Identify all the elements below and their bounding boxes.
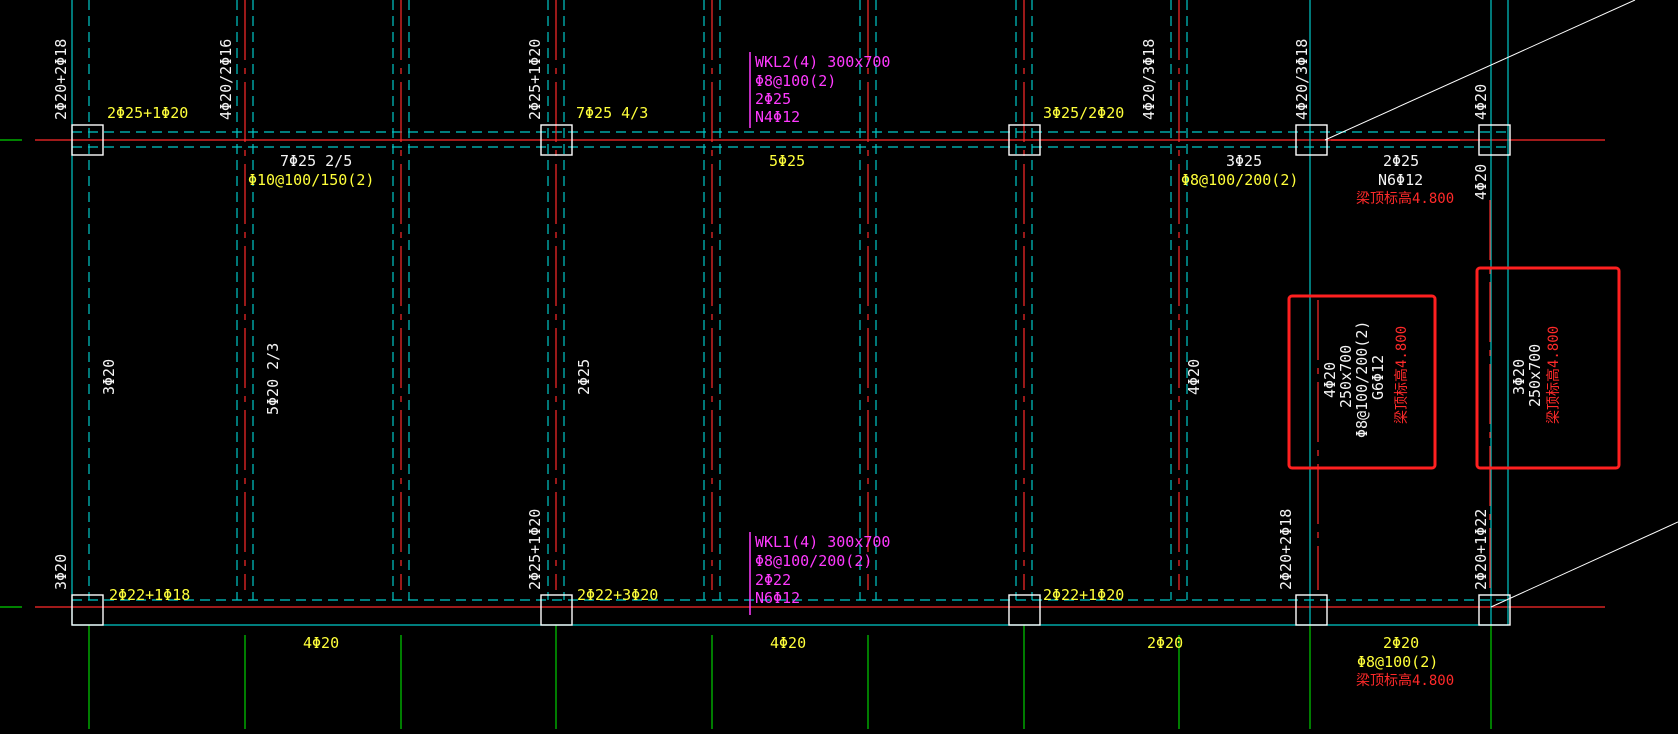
label-bottom-span3: 2Φ20: [1147, 634, 1183, 652]
label-top-span4-top: 2Φ25: [1383, 152, 1419, 170]
label-top-span3: 3Φ25/2Φ20: [1043, 104, 1124, 122]
label-bottom-span2: 4Φ20: [770, 634, 806, 652]
wkl1-top: 2Φ22: [755, 571, 791, 589]
column[interactable]: [71, 594, 104, 626]
column[interactable]: [1478, 594, 1511, 626]
box2-line2: 250x700: [1526, 344, 1544, 407]
label-top-col6-vertical: 4Φ20: [1472, 84, 1490, 120]
box1-line2: 250x700: [1337, 345, 1355, 408]
column[interactable]: [540, 594, 573, 626]
wkl2-top: 2Φ25: [755, 90, 791, 108]
label-bot-col6-vertical: 2Φ20+1Φ22: [1472, 509, 1490, 590]
label-top-col2-vertical: 4Φ20/2Φ16: [217, 39, 235, 120]
label-top-span1-mid: 7Φ25 2/5: [280, 152, 352, 170]
label-top-span1-stirrup: Φ10@100/150(2): [248, 171, 374, 189]
box1-line1: 4Φ20: [1321, 362, 1339, 398]
label-bot-span1: 2Φ22+1Φ18: [109, 586, 190, 604]
box2-line3: 梁顶标高4.800: [1545, 326, 1562, 424]
label-bot-span2: 2Φ22+3Φ20: [577, 586, 658, 604]
column[interactable]: [1295, 594, 1328, 626]
label-top-span4-side: N6Φ12: [1378, 171, 1423, 189]
label-top-span3-mid: 3Φ25: [1226, 152, 1262, 170]
box2-line1: 3Φ20: [1510, 359, 1528, 395]
grid-ticks-bottom: [0, 139, 1492, 729]
column[interactable]: [1008, 594, 1041, 626]
label-top-col5-vertical: 4Φ20/3Φ18: [1293, 39, 1311, 120]
highlight-box-1[interactable]: [1287, 294, 1437, 470]
label-top-span4-elev: 梁顶标高4.800: [1356, 190, 1454, 207]
axis-lines-vertical: [244, 0, 1491, 590]
leader-line: [1490, 521, 1678, 608]
box1-line5: 梁顶标高4.800: [1393, 326, 1410, 424]
column[interactable]: [1295, 124, 1328, 156]
label-bot-col5-vertical: 2Φ20+2Φ18: [1277, 509, 1295, 590]
label-bottom-span4-b: Φ8@100(2): [1357, 653, 1438, 671]
label-top-span3-stirrup: Φ8@100/200(2): [1181, 171, 1298, 189]
box1-line4: G6Φ12: [1369, 355, 1387, 400]
label-top-span1: 2Φ25+1Φ20: [107, 104, 188, 122]
label-left-span-vertical: 3Φ20: [100, 359, 118, 395]
label-top-col3-vertical: 2Φ25+1Φ20: [526, 39, 544, 120]
column[interactable]: [1478, 124, 1511, 156]
wkl2-name: WKL2(4) 300x700: [755, 53, 890, 71]
column[interactable]: [1008, 124, 1041, 156]
wkl2-stirrup: Φ8@100(2): [755, 72, 836, 90]
wkl2-side: N4Φ12: [755, 108, 800, 126]
label-mid3-vertical: 4Φ20: [1185, 359, 1203, 395]
highlight-box-2[interactable]: [1475, 266, 1621, 470]
label-bot-span3: 2Φ22+1Φ20: [1043, 586, 1124, 604]
label-bottom-span1: 4Φ20: [303, 634, 339, 652]
label-bottom-span4-a: 2Φ20: [1383, 634, 1419, 652]
leader-line: [1324, 0, 1636, 141]
wkl1-side: N6Φ12: [755, 589, 800, 607]
column[interactable]: [71, 124, 104, 156]
wkl1-name: WKL1(4) 300x700: [755, 533, 890, 551]
label-top-col4-vertical: 4Φ20/3Φ18: [1140, 39, 1158, 120]
label-top-span2-mid: 5Φ25: [769, 152, 805, 170]
label-bottom-span4-elev: 梁顶标高4.800: [1356, 672, 1454, 689]
label-bot-col3-vertical: 2Φ25+1Φ20: [526, 509, 544, 590]
label-bot-left-vertical: 3Φ20: [52, 554, 70, 590]
column[interactable]: [540, 124, 573, 156]
label-top-span2: 7Φ25 4/3: [576, 104, 648, 122]
box1-line3: Φ8@100/200(2): [1353, 321, 1371, 438]
beam-edges: [71, 0, 1509, 626]
label-right-col-vertical: 4Φ20: [1472, 164, 1490, 200]
label-mid2-vertical: 2Φ25: [575, 359, 593, 395]
label-mid1-vertical: 5Φ20 2/3: [264, 343, 282, 415]
leader-lines: [1324, 0, 1678, 608]
columns: [71, 124, 1511, 626]
wkl1-stirrup: Φ8@100/200(2): [755, 552, 872, 570]
label-top-left-vertical: 2Φ20+2Φ18: [52, 39, 70, 120]
